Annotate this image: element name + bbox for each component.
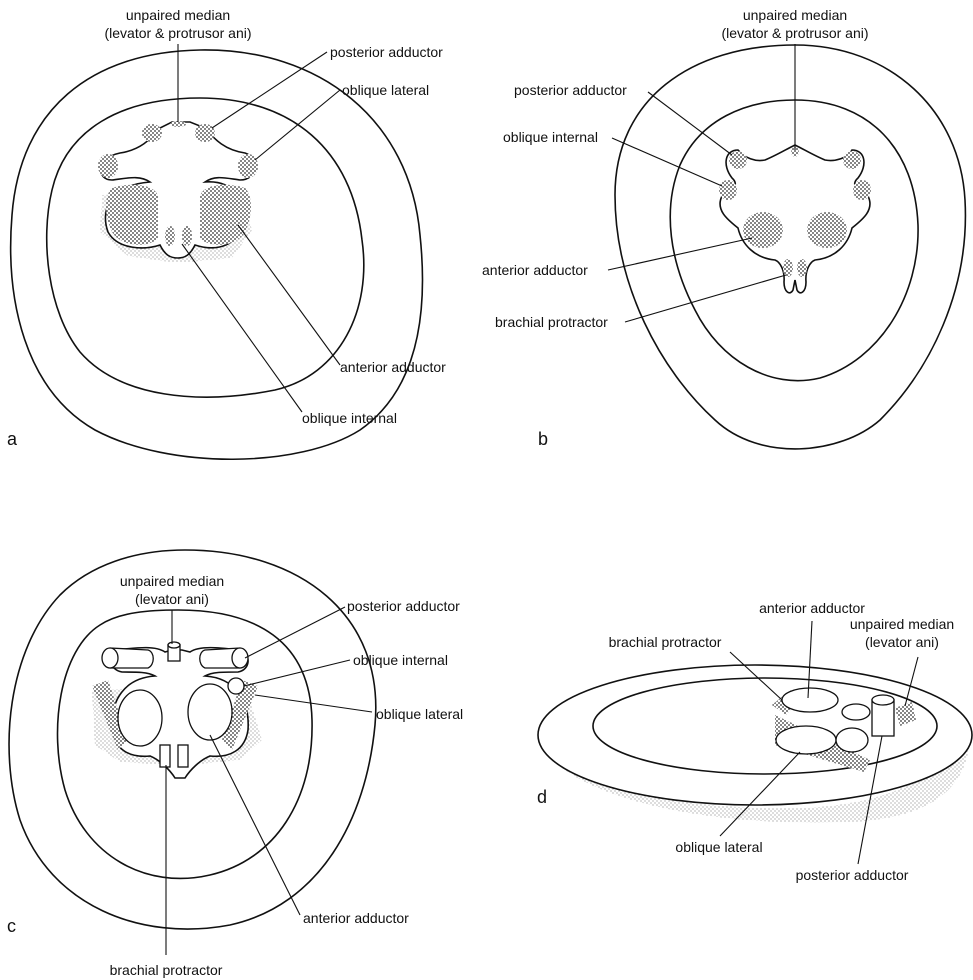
panel-b-anterior-adductor-scar-right <box>807 212 847 248</box>
panel-c-label-brachial-protractor: brachial protractor <box>110 962 223 978</box>
panel-c-oblique-internal-right <box>228 678 244 694</box>
panel-c-label-unpaired-median-detail: (levator ani) <box>135 591 209 607</box>
panel-a-label-oblique-lateral: oblique lateral <box>342 82 429 98</box>
panel-d-label-posterior-adductor: posterior adductor <box>796 867 909 883</box>
panel-b-brachial-protractor-scar-left <box>783 259 793 277</box>
panel-a: unpaired median (levator & protrusor ani… <box>7 7 446 459</box>
panel-c-brachial-protractor-left <box>160 745 170 767</box>
panel-b-label-unpaired-median-detail: (levator & protrusor ani) <box>721 25 868 41</box>
panel-a-label-oblique-internal: oblique internal <box>302 410 397 426</box>
panel-a-oblique-lateral-scar-right <box>238 154 258 178</box>
panel-d-anterior-adductor-right <box>836 728 868 752</box>
panel-c-letter: c <box>7 916 16 936</box>
panel-a-label-unpaired-median: unpaired median <box>126 7 230 23</box>
panel-a-label-unpaired-median-detail: (levator & protrusor ani) <box>104 25 251 41</box>
panel-b-anterior-adductor-scar-left <box>743 212 783 248</box>
panel-c-label-unpaired-median: unpaired median <box>120 573 224 589</box>
panel-b-label-unpaired-median: unpaired median <box>743 7 847 23</box>
panel-d-anterior-adductor <box>776 726 836 754</box>
panel-b-oblique-internal-scar-left <box>719 180 737 200</box>
panel-d-label-anterior-adductor: anterior adductor <box>759 600 865 616</box>
panel-d-label-oblique-lateral: oblique lateral <box>675 839 762 855</box>
panel-c-anterior-adductor-right <box>188 684 232 740</box>
panel-d-letter: d <box>537 787 547 807</box>
panel-d-posterior-adductor-cap <box>872 695 894 705</box>
panel-d-label-unpaired-median-detail: (levator ani) <box>865 634 939 650</box>
panel-a-oblique-lateral-scar-left <box>98 154 118 178</box>
panel-d-label-brachial-protractor: brachial protractor <box>609 634 722 650</box>
panel-b-brachial-protractor-scar-right <box>797 259 807 277</box>
panel-b-oblique-internal-scar-right <box>853 180 871 200</box>
panel-b-label-posterior-adductor: posterior adductor <box>514 82 627 98</box>
panel-b-letter: b <box>538 429 548 449</box>
panel-b: unpaired median (levator & protrusor ani… <box>482 7 965 449</box>
panel-b-label-anterior-adductor: anterior adductor <box>482 262 588 278</box>
panel-a-oblique-internal-scar-left <box>165 226 175 246</box>
panel-c-label-posterior-adductor: posterior adductor <box>347 598 460 614</box>
panel-c-label-anterior-adductor: anterior adductor <box>303 910 409 926</box>
panel-c-posterior-adductor-left-cap <box>102 648 118 668</box>
panel-d: anterior adductor brachial protractor un… <box>537 600 972 883</box>
panel-c-anterior-adductor-left <box>118 690 162 746</box>
panel-b-posterior-adductor-scar-right <box>843 151 861 169</box>
panel-a-letter: a <box>7 429 18 449</box>
panel-a-label-anterior-adductor: anterior adductor <box>340 359 446 375</box>
panel-c-brachial-protractor-right <box>178 745 188 767</box>
panel-d-posterior-adductor-left <box>842 704 870 720</box>
panel-d-anterior-adductor-top <box>782 688 838 712</box>
panel-c-label-oblique-internal: oblique internal <box>353 652 448 668</box>
panel-a-label-posterior-adductor: posterior adductor <box>330 44 443 60</box>
panel-a-oblique-internal-scar-right <box>182 226 192 246</box>
panel-d-label-unpaired-median: unpaired median <box>850 616 954 632</box>
panel-b-label-brachial-protractor: brachial protractor <box>495 314 608 330</box>
panel-b-posterior-adductor-scar-left <box>729 151 747 169</box>
panel-b-label-oblique-internal: oblique internal <box>503 129 598 145</box>
panel-a-posterior-adductor-scar-left <box>142 124 162 142</box>
panel-c-label-oblique-lateral: oblique lateral <box>376 706 463 722</box>
panel-c-unpaired-median-cap <box>168 642 180 648</box>
panel-c: unpaired median (levator ani) posterior … <box>7 550 463 978</box>
panel-a-posterior-adductor-scar-right <box>195 124 215 142</box>
